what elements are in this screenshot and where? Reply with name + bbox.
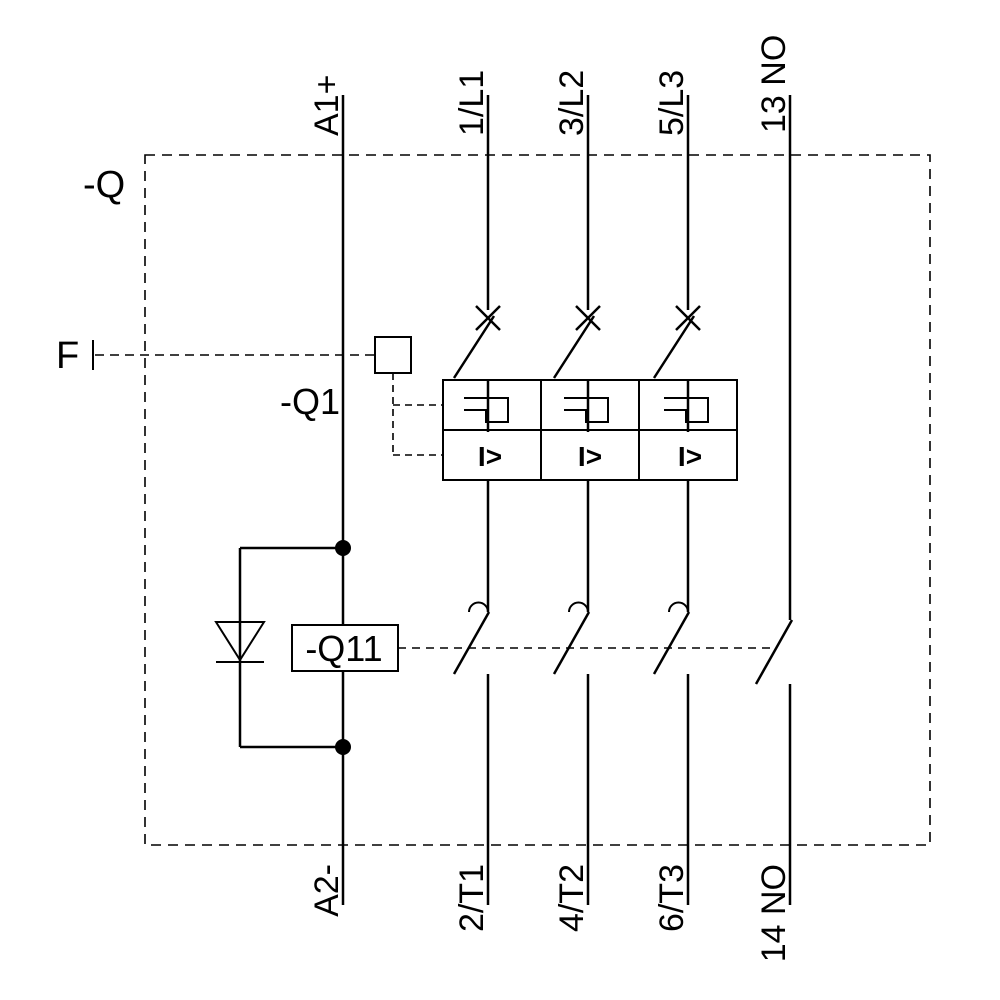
terminal-label-4t2: 4/T2 bbox=[553, 864, 591, 932]
pole-1 bbox=[452, 95, 509, 905]
pole-2-contact-arc-icon bbox=[568, 601, 589, 613]
enclosure-border bbox=[144, 154, 931, 846]
linkage-square-icon bbox=[374, 336, 412, 374]
pole-1-trip-latch-icon bbox=[464, 397, 509, 423]
coil-label: -Q11 bbox=[305, 628, 382, 669]
terminal-label-5l3: 5/L3 bbox=[653, 70, 691, 136]
terminal-label-a1: A1+ bbox=[308, 75, 346, 136]
coil-box bbox=[291, 624, 399, 672]
diode-triangle-icon bbox=[214, 621, 266, 662]
junction-dot-top bbox=[335, 540, 351, 556]
suppressor-branch bbox=[214, 546, 343, 749]
pole-3-x-mark-icon bbox=[675, 305, 701, 331]
pole-3-contact-arc-icon bbox=[668, 601, 689, 613]
pole-3-trip-latch-icon bbox=[664, 397, 709, 423]
pole-3-contactor-blade bbox=[652, 611, 691, 675]
aux-contact-blade bbox=[754, 619, 794, 685]
breaker-block: I> I> I> bbox=[442, 379, 738, 481]
pole-2-contactor-blade bbox=[552, 611, 591, 675]
f-label: F bbox=[56, 335, 79, 377]
pole-3-breaker-blade bbox=[652, 315, 696, 379]
aux-contact bbox=[754, 95, 794, 905]
pole-1-breaker-blade bbox=[452, 315, 496, 379]
overload-symbol-1: I> bbox=[478, 441, 502, 472]
pole-1-contactor-blade bbox=[452, 611, 491, 675]
pole-1-contact-arc-icon bbox=[468, 601, 489, 613]
terminal-label-14no: 14 NO bbox=[755, 864, 793, 962]
terminal-label-1l1: 1/L1 bbox=[453, 70, 491, 136]
breaker-label: -Q1 bbox=[280, 381, 340, 422]
overload-symbol-3: I> bbox=[678, 441, 702, 472]
pole-2-breaker-blade bbox=[552, 315, 596, 379]
terminal-label-2t1: 2/T1 bbox=[453, 864, 491, 932]
terminal-label-6t3: 6/T3 bbox=[653, 864, 691, 932]
enclosure-label: -Q bbox=[83, 164, 125, 206]
terminal-label-3l2: 3/L2 bbox=[553, 70, 591, 136]
pole-2-x-mark-icon bbox=[575, 305, 601, 331]
pole-3 bbox=[652, 95, 709, 905]
junction-dot-bottom bbox=[335, 739, 351, 755]
pole-1-x-mark-icon bbox=[475, 305, 501, 331]
overload-symbol-2: I> bbox=[578, 441, 602, 472]
terminal-label-a2: A2- bbox=[308, 864, 346, 917]
pole-2-trip-latch-icon bbox=[564, 397, 609, 423]
pole-2 bbox=[552, 95, 609, 905]
terminal-label-13no: 13 NO bbox=[755, 35, 793, 133]
